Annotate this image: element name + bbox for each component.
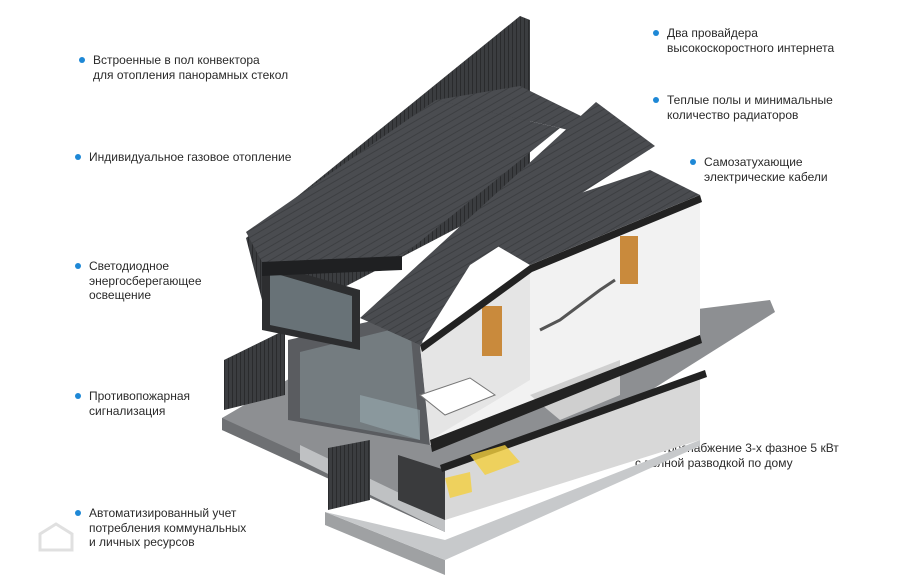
callout-led-lighting: Светодиодное энергосберегающее освещение	[75, 259, 202, 303]
bullet-icon	[690, 159, 696, 165]
callout-line: и личных ресурсов	[89, 535, 195, 549]
callout-gas-heating: Индивидуальное газовое отопление	[75, 150, 292, 165]
bullet-icon	[75, 263, 81, 269]
callout-line: Автоматизированный учет	[89, 506, 237, 520]
callout-internet: Два провайдера высокоскоростного интерне…	[653, 26, 835, 55]
main-roof	[246, 100, 560, 262]
glass-railing	[360, 395, 420, 440]
callout-line: потребления коммунальных	[89, 520, 247, 535]
callout-line: Два провайдера	[667, 26, 758, 40]
callout-fire-alarm: Противопожарная сигнализация	[75, 389, 191, 418]
callout-line: Встроенные в пол конвектора	[93, 53, 260, 67]
callout-line: освещение	[89, 288, 152, 302]
bullet-icon	[75, 510, 81, 516]
callout-convectors: Встроенные в пол конвектора для отоплени…	[79, 53, 289, 82]
watermark-logo-icon	[38, 522, 74, 552]
callout-line: энергосберегающее	[89, 273, 202, 288]
callout-line: Самозатухающие	[704, 155, 803, 169]
callout-line: Противопожарная	[89, 389, 191, 403]
callout-metering: Автоматизированный учет потребления комм…	[75, 506, 247, 550]
bullet-icon	[653, 97, 659, 103]
callout-line: Светодиодное	[89, 259, 170, 273]
callout-line: высокоскоростного интернета	[667, 40, 835, 55]
bullet-icon	[653, 30, 659, 36]
callout-line: Индивидуальное газовое отопление	[89, 150, 292, 164]
basement	[398, 370, 707, 520]
callout-line: количество радиаторов	[667, 107, 799, 122]
fence	[224, 330, 370, 510]
callout-cables: Самозатухающие электрические кабели	[690, 155, 828, 184]
callout-line: с полной разводкой по дому	[635, 455, 793, 470]
callout-line: электрические кабели	[704, 169, 828, 184]
callout-floor-heating: Теплые полы и минимальные количество рад…	[653, 93, 833, 122]
interior-cutaway	[418, 195, 702, 452]
bullet-icon	[79, 57, 85, 63]
callout-line: Теплые полы и минимальные	[667, 93, 833, 107]
bullet-icon	[75, 154, 81, 160]
callout-line: для отопления панорамных стекол	[93, 67, 289, 82]
callout-line: сигнализация	[89, 403, 166, 418]
bullet-icon	[75, 393, 81, 399]
